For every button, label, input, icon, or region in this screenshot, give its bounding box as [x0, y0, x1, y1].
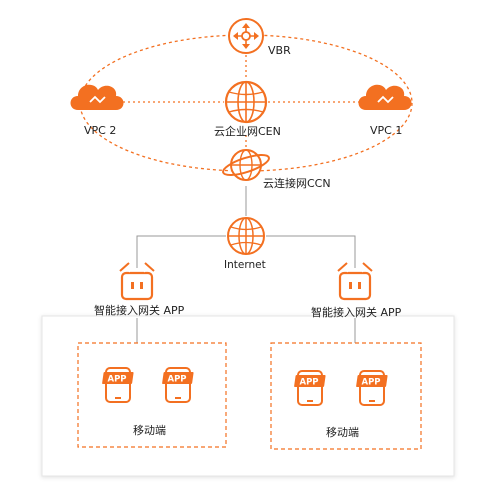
- app-phone-icon: APP: [356, 370, 388, 406]
- vpc-left-label: VPC 2: [84, 124, 117, 137]
- ccn-orbit-globe-icon: [222, 149, 270, 181]
- app-phone-icon: APP: [102, 367, 134, 403]
- internet-label: Internet: [224, 259, 266, 271]
- vpc2-cloud-icon: [70, 84, 124, 110]
- cen-globe-icon: [224, 80, 268, 124]
- vpc1-cloud-icon: [358, 84, 412, 110]
- cloud-ring: [79, 34, 413, 172]
- app-badge-label: APP: [361, 378, 380, 388]
- access-container: [41, 315, 455, 477]
- ccn-label: 云连接网CCN: [263, 177, 331, 190]
- mobile-group-right: [270, 342, 422, 450]
- mobile-group-left: [77, 342, 227, 448]
- vbr-label: VBR: [268, 44, 291, 57]
- app-badge-label: APP: [107, 375, 126, 385]
- vpc-right-label: VPC 1: [370, 124, 403, 137]
- vbr-router-icon: [228, 18, 264, 54]
- app-phone-icon: APP: [294, 370, 326, 406]
- app-badge-label: APP: [299, 378, 318, 388]
- app-badge-label: APP: [167, 375, 186, 385]
- internet-globe-icon: [226, 216, 266, 256]
- link-internet-gateway-right: [266, 235, 356, 268]
- link-internet-gateway-left: [136, 235, 226, 268]
- mobile-group-right-label: 移动端: [326, 426, 359, 439]
- cen-label: 云企业网CEN: [214, 125, 281, 138]
- mobile-group-left-label: 移动端: [133, 424, 166, 437]
- gateway-right-label: 智能接入网关 APP: [311, 306, 402, 319]
- gateway-left-icon: [119, 262, 155, 301]
- gateway-left-label: 智能接入网关 APP: [94, 304, 185, 317]
- gateway-right-icon: [337, 262, 373, 301]
- app-phone-icon: APP: [162, 367, 194, 403]
